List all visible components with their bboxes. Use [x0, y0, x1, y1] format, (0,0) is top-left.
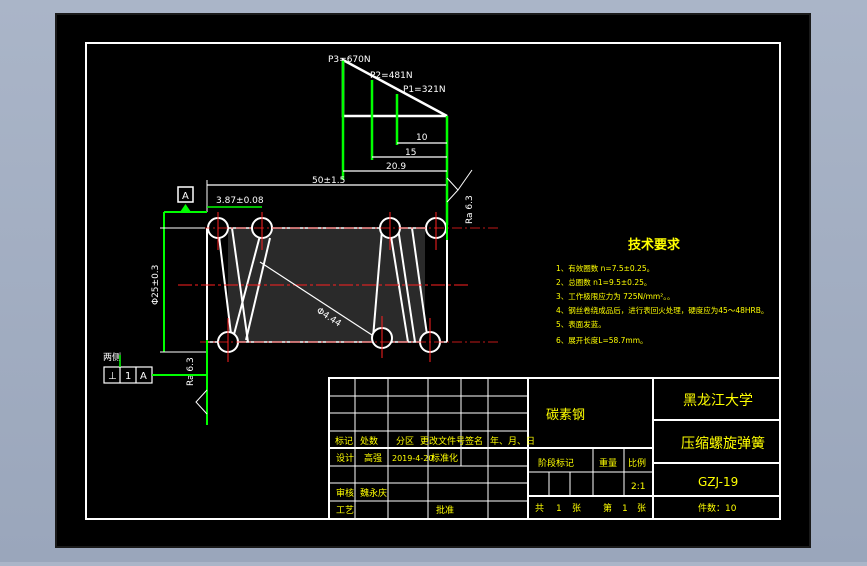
tb-hdr-5: 年、月、日 — [490, 435, 535, 447]
tech-item-5: 5、表面发蓝。 — [556, 319, 606, 329]
both-ends-label: 两侧 — [103, 351, 121, 363]
force-label-p3: P3=670N — [328, 55, 371, 65]
tech-item-4: 4、钢丝卷绕成品后，进行表回火处理，硬度应为45～48HRB。 — [556, 305, 768, 315]
wire-dia-leader — [259, 261, 373, 336]
tb-stage-mark: 阶段标记 — [538, 457, 574, 469]
tech-title: 技术要求 — [628, 237, 681, 253]
tb-sheet-n: 1 — [622, 504, 628, 514]
tech-item-6: 6、展开长度L=58.7mm。 — [556, 335, 648, 345]
datum-triangle — [180, 204, 191, 212]
ra-right-tail — [457, 169, 473, 191]
spring-section — [178, 212, 500, 362]
tb-review-label: 审核 — [336, 487, 354, 499]
datum-label: A — [182, 191, 189, 202]
tb-designer: 高强 — [364, 452, 382, 464]
tech-item-1: 1、有效圈数 n=7.5±0.25。 — [556, 263, 654, 273]
tb-scale: 比例 — [628, 457, 646, 469]
tb-hdr-2: 分区 — [396, 436, 414, 447]
tb-sheet: 第 — [603, 502, 612, 514]
tb-zhang-2: 张 — [637, 503, 646, 514]
coil-line-4 — [245, 237, 271, 341]
coil-line-6 — [389, 229, 409, 343]
force-label-p1: P1=321N — [403, 85, 446, 95]
tb-total-n: 1 — [556, 504, 562, 514]
tech-requirements: 技术要求 1、有效圈数 n=7.5±0.25。 2、总圈数 n1=9.5±0.2… — [556, 237, 768, 345]
coil-line-7 — [397, 227, 416, 343]
tb-hdr-3: 更改文件号 — [420, 435, 465, 447]
force-diagram: P3=670N P2=481N P1=321N 10 15 20.9 — [328, 55, 449, 225]
tech-item-3: 3、工作极限应力为 725N/mm²。。 — [556, 291, 674, 301]
title-block — [328, 377, 781, 520]
tb-drawing-no: GZJ-19 — [698, 475, 738, 489]
ra-left: Ra 6.3 — [186, 357, 196, 386]
tb-design-date: 2019-4-20 — [392, 454, 433, 463]
tb-count: 件数：10 — [698, 502, 737, 514]
dim-diameter: Φ25±0.3 — [151, 265, 161, 305]
tb-zhang-1: 张 — [572, 503, 581, 514]
tb-weight: 重量 — [599, 457, 617, 469]
datum-box — [177, 186, 194, 203]
dim-15: 15 — [405, 148, 416, 158]
dim-pitch: 3.87±0.08 — [216, 196, 264, 206]
tech-item-2: 2、总圈数 n1=9.5±0.25。 — [556, 277, 651, 287]
tol-value: 1 — [125, 371, 131, 382]
tb-hdr-0: 标记 — [335, 435, 353, 447]
tb-part-name: 压缩螺旋弹簧 — [681, 436, 765, 452]
tb-approve-label: 批准 — [436, 504, 454, 516]
ra-right: Ra 6.3 — [465, 195, 475, 224]
tb-university: 黑龙江大学 — [683, 393, 753, 409]
tb-std-label: 标准化 — [431, 452, 458, 464]
dim-free-length: 50±1.5 — [312, 176, 345, 186]
tol-datum: A — [140, 371, 147, 382]
dim-20-9: 20.9 — [386, 162, 406, 172]
coil-line-5 — [372, 229, 383, 339]
coil-line-2 — [231, 227, 249, 343]
tb-hdr-4: 签名 — [465, 435, 483, 447]
tb-process-label: 工艺 — [336, 505, 354, 516]
tol-symbol: ⊥ — [108, 371, 117, 382]
tb-hdr-1: 处数 — [360, 435, 378, 447]
tb-reviewer: 魏永庆 — [360, 487, 387, 499]
tb-design-label: 设计 — [336, 452, 354, 464]
tb-total: 共 — [535, 503, 544, 514]
drawing-sheet — [55, 13, 811, 548]
title-block-text: 标记 处数 分区 更改文件号 签名 年、月、日 设计 高强 2019-4-20 … — [335, 393, 765, 516]
dim-10: 10 — [416, 133, 428, 143]
tb-material: 碳素钢 — [546, 408, 585, 423]
tb-scale-val: 2:1 — [631, 482, 645, 492]
ra-left-mark — [195, 389, 208, 415]
force-label-p2: P2=481N — [370, 71, 413, 81]
